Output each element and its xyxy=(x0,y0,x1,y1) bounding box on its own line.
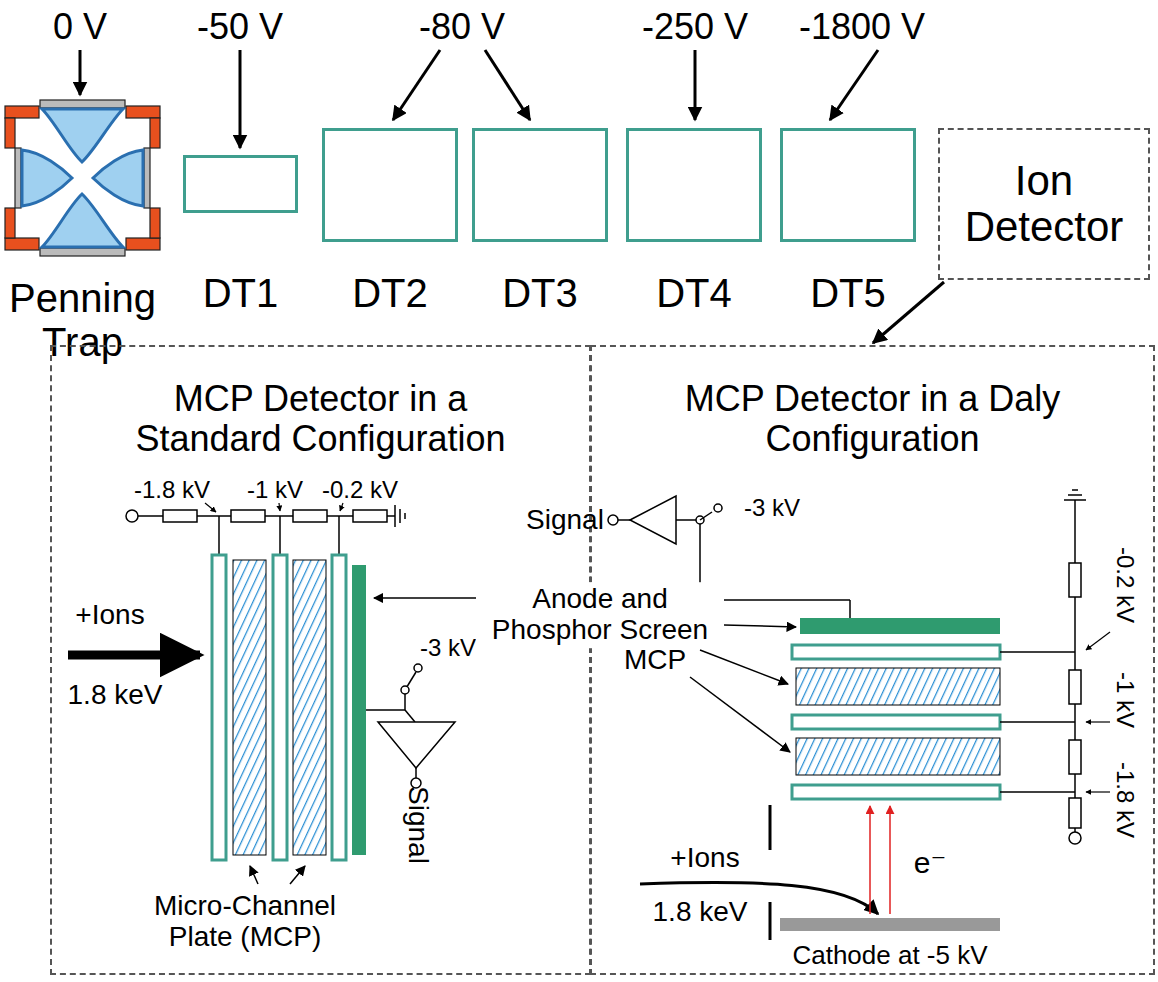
node-text: DT4 xyxy=(624,271,764,315)
label-text: +Ions xyxy=(75,600,144,631)
drift-tube: DT4 xyxy=(626,128,762,242)
label-text: Cathode at -5 kV xyxy=(792,941,987,970)
node-text: DT5 xyxy=(778,271,918,315)
daly-mcp-detector xyxy=(608,490,1110,940)
node-text: Ion Detector xyxy=(946,158,1142,250)
node-text: DT1 xyxy=(171,271,311,315)
standard-mcp-detector xyxy=(68,503,455,884)
node-text: DT2 xyxy=(320,271,460,315)
label-text: -3 kV xyxy=(744,495,800,521)
label-text: -1 kV xyxy=(1112,672,1138,728)
label-text: +Ions xyxy=(670,843,739,874)
label-text: Micro-Channel Plate (MCP) xyxy=(130,891,360,953)
drift-tube: DT3 xyxy=(472,128,608,242)
node-text: DT3 xyxy=(470,271,610,315)
drift-tube: DT2 xyxy=(322,128,458,242)
label-text: -0.2 kV xyxy=(322,477,398,503)
penning-trap xyxy=(5,100,160,256)
label-text: -3 kV xyxy=(420,635,476,661)
node-text: MCP Detector in a Daly Configuration xyxy=(653,347,1093,458)
drift-tube: DT1 xyxy=(183,155,298,213)
label-text: Anode and Phosphor Screen xyxy=(476,582,724,648)
label-text: -250 V xyxy=(642,7,748,47)
label-text: -0.2 kV xyxy=(1112,547,1138,623)
label-text: Signal xyxy=(526,505,604,536)
label-text: 1.8 keV xyxy=(653,897,748,928)
label-text: MCP xyxy=(624,645,686,676)
node-text: Penning Trap xyxy=(0,276,170,364)
label-text: -50 V xyxy=(197,7,283,47)
label-text: e⁻ xyxy=(914,846,947,879)
label-text: -80 V xyxy=(419,7,505,47)
label-text: -1.8 kV xyxy=(1112,762,1138,838)
label-text: -1800 V xyxy=(799,7,925,47)
label-text: -1.8 kV xyxy=(134,477,210,503)
ion-detector-box: Ion Detector xyxy=(938,128,1150,280)
drift-tube: DT5 xyxy=(780,128,916,242)
node-text: MCP Detector in a Standard Configuration xyxy=(101,347,541,458)
trap-label: Penning Trap xyxy=(0,95,165,260)
detector-panel: MCP Detector in a Standard Configuration xyxy=(50,345,591,975)
label-text: 0 V xyxy=(53,7,107,47)
label-text: -1 kV xyxy=(247,477,303,503)
voltage-arrows xyxy=(80,50,878,148)
label-text: 1.8 keV xyxy=(68,680,163,711)
label-text: Signal xyxy=(403,786,434,864)
